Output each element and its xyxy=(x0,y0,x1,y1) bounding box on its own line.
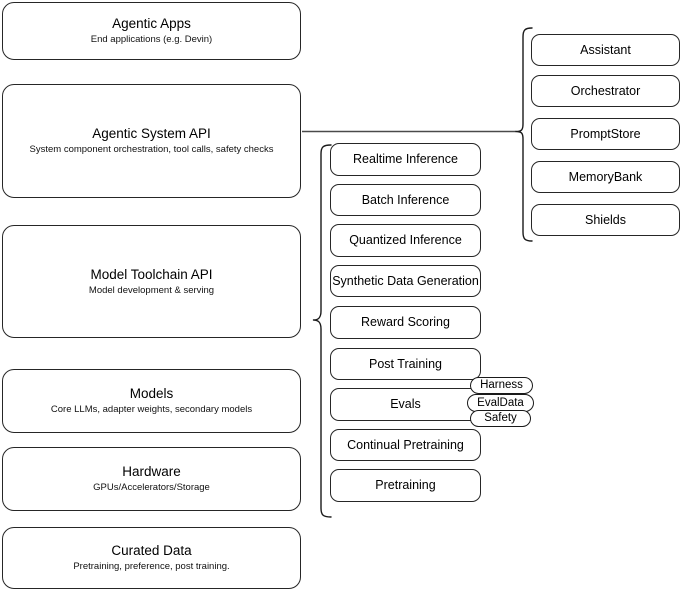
toolchain-item-label: Realtime Inference xyxy=(353,152,458,166)
toolchain-item-pretraining[interactable]: Pretraining xyxy=(330,469,481,502)
toolchain-item-label: Batch Inference xyxy=(361,192,450,207)
layer-box-agentic-system-api[interactable]: Agentic System API System component orch… xyxy=(2,84,301,198)
layer-title: Model Toolchain API xyxy=(90,266,213,282)
agentic-item-memorybank[interactable]: MemoryBank xyxy=(531,161,680,193)
toolchain-item-post-training[interactable]: Post Training xyxy=(330,348,481,380)
layer-subtitle: Pretraining, preference, post training. xyxy=(73,561,230,572)
toolchain-item-label: Reward Scoring xyxy=(361,315,450,329)
agentic-item-assistant[interactable]: Assistant xyxy=(531,34,680,66)
agentic-item-label: MemoryBank xyxy=(568,169,643,184)
layer-title: Agentic System API xyxy=(92,126,211,141)
eval-badge-label: EvalData xyxy=(477,396,524,409)
layer-title: Agentic Apps xyxy=(112,16,191,31)
toolchain-item-label: Evals xyxy=(390,397,421,411)
layer-subtitle: System component orchestration, tool cal… xyxy=(29,144,274,155)
agentic-group-brace xyxy=(515,27,533,242)
eval-badge-label: Harness xyxy=(480,379,523,391)
toolchain-item-realtime-inference[interactable]: Realtime Inference xyxy=(330,143,481,176)
layer-subtitle: GPUs/Accelerators/Storage xyxy=(93,482,210,493)
eval-badge-safety[interactable]: Safety xyxy=(470,410,531,427)
toolchain-item-label: Post Training xyxy=(369,356,442,371)
toolchain-item-label: Synthetic Data Generation xyxy=(332,273,479,288)
layer-box-curated-data[interactable]: Curated Data Pretraining, preference, po… xyxy=(2,527,301,589)
toolchain-group-brace xyxy=(312,144,332,518)
agentic-item-label: Assistant xyxy=(580,42,631,57)
layer-subtitle: End applications (e.g. Devin) xyxy=(90,34,213,45)
layer-title: Models xyxy=(129,386,174,401)
toolchain-item-label: Pretraining xyxy=(375,478,436,492)
eval-badge-harness[interactable]: Harness xyxy=(470,377,533,394)
agentic-item-label: Orchestrator xyxy=(570,83,641,98)
toolchain-item-continual-pretraining[interactable]: Continual Pretraining xyxy=(330,429,481,461)
layer-title: Curated Data xyxy=(111,543,192,558)
agentic-item-promptstore[interactable]: PromptStore xyxy=(531,118,680,150)
toolchain-item-label: Continual Pretraining xyxy=(347,437,464,452)
agentic-item-label: PromptStore xyxy=(570,126,641,141)
toolchain-item-batch-inference[interactable]: Batch Inference xyxy=(330,184,481,216)
agentic-item-shields[interactable]: Shields xyxy=(531,204,680,236)
toolchain-item-reward-scoring[interactable]: Reward Scoring xyxy=(330,306,481,339)
toolchain-item-synthetic-data-generation[interactable]: Synthetic Data Generation xyxy=(330,265,481,297)
layer-title: Hardware xyxy=(122,464,181,479)
layer-box-hardware[interactable]: Hardware GPUs/Accelerators/Storage xyxy=(2,447,301,511)
layer-subtitle: Model development & serving xyxy=(88,284,215,296)
agentic-item-label: Shields xyxy=(585,212,626,227)
layer-box-agentic-apps[interactable]: Agentic Apps End applications (e.g. Devi… xyxy=(2,2,301,60)
eval-badge-label: Safety xyxy=(484,412,517,424)
toolchain-item-label: Quantized Inference xyxy=(349,233,462,247)
toolchain-item-quantized-inference[interactable]: Quantized Inference xyxy=(330,224,481,257)
agentic-item-orchestrator[interactable]: Orchestrator xyxy=(531,75,680,107)
layer-box-models[interactable]: Models Core LLMs, adapter weights, secon… xyxy=(2,369,301,433)
toolchain-item-evals[interactable]: Evals xyxy=(330,388,481,421)
layer-box-model-toolchain-api[interactable]: Model Toolchain API Model development & … xyxy=(2,225,301,338)
layer-subtitle: Core LLMs, adapter weights, secondary mo… xyxy=(50,404,253,415)
